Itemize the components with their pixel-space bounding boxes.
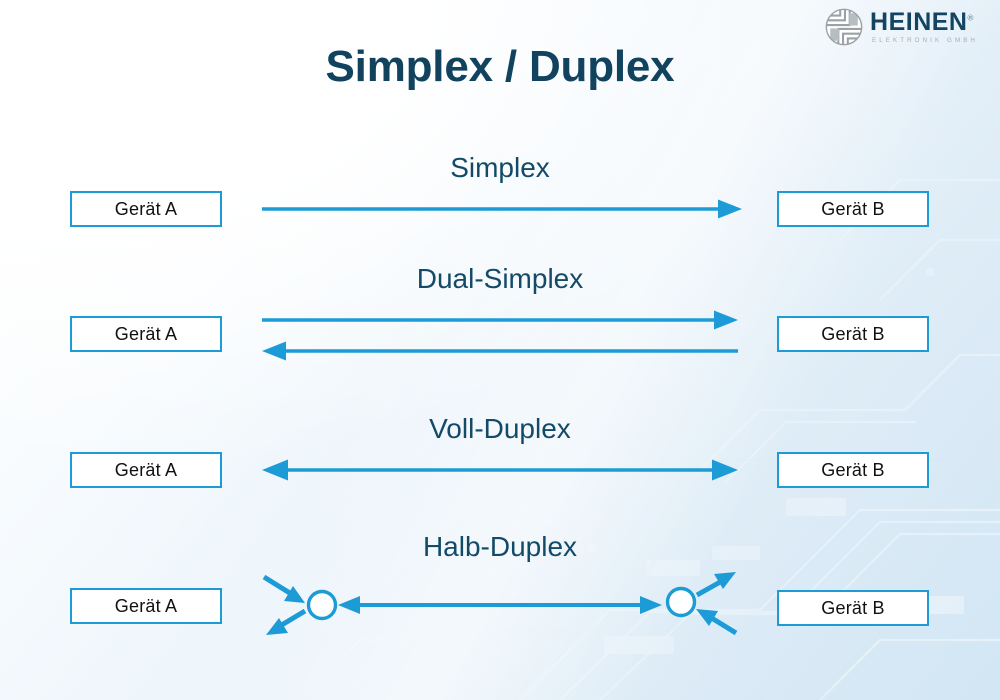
row-halb-duplex: Halb-Duplex Gerät A Gerät B — [0, 531, 1000, 661]
row-voll-duplex: Voll-Duplex Gerät A Gerät B — [0, 413, 1000, 499]
device-a-simplex: Gerät A — [70, 191, 222, 227]
arrow-voll-duplex-bidirectional — [262, 459, 738, 481]
arrows-dual-simplex-pair — [262, 310, 738, 361]
device-a-halb-duplex: Gerät A — [70, 588, 222, 624]
logo-wordmark: HEINEN — [870, 7, 968, 36]
arrow-simplex-a-to-b — [262, 199, 742, 219]
row-label-halb-duplex: Halb-Duplex — [422, 531, 578, 562]
device-b-halb-duplex: Gerät B — [777, 590, 929, 626]
logo-subtitle: ELEKTRONIK GMBH — [872, 36, 978, 44]
device-a-voll-duplex: Gerät A — [70, 452, 222, 488]
heinen-logo-mark — [825, 8, 863, 46]
slide-title: Simplex / Duplex — [325, 42, 675, 91]
heinen-logo: HEINEN® ELEKTRONIK GMBH — [825, 8, 978, 46]
device-b-simplex: Gerät B — [777, 191, 929, 227]
device-b-dual-simplex: Gerät B — [777, 316, 929, 352]
row-simplex: Simplex Gerät A Gerät B — [0, 152, 1000, 234]
row-label-voll-duplex: Voll-Duplex — [429, 413, 571, 444]
row-dual-simplex: Dual-Simplex Gerät A Gerät B — [0, 263, 1000, 373]
device-a-dual-simplex: Gerät A — [70, 316, 222, 352]
device-b-voll-duplex: Gerät B — [777, 452, 929, 488]
row-label-dual-simplex: Dual-Simplex — [416, 263, 584, 294]
arrows-halb-duplex-switched — [262, 572, 738, 636]
logo-registered-mark: ® — [967, 13, 974, 23]
row-label-simplex: Simplex — [450, 152, 550, 183]
